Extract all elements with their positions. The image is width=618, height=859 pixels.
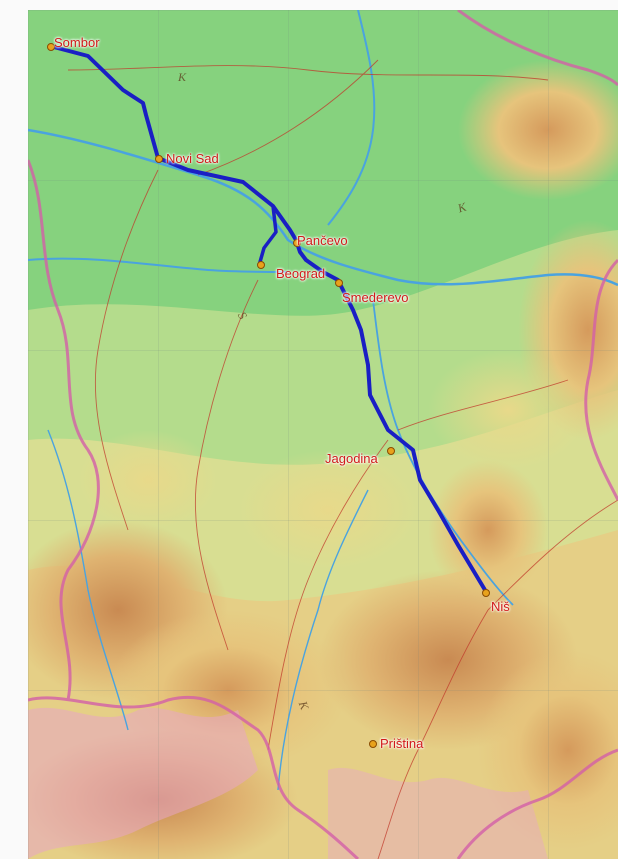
river-drina	[47, 429, 129, 731]
region-label: K	[178, 70, 191, 84]
coordinate-grid	[28, 10, 618, 859]
city-marker-pancevo[interactable]	[293, 239, 301, 247]
city-marker-jagodina[interactable]	[387, 447, 395, 455]
city-label-jagodina[interactable]: Jagodina	[325, 451, 378, 466]
route-spur	[258, 204, 278, 264]
roads	[67, 59, 618, 859]
city-label-beograd[interactable]: Beograd	[276, 266, 326, 281]
city-marker-smederevo[interactable]	[335, 279, 343, 287]
route-line	[48, 44, 487, 592]
city-marker-nis[interactable]	[482, 589, 490, 597]
map-canvas	[28, 10, 618, 859]
city-label-pristina[interactable]: Priština	[380, 736, 424, 751]
river-tisa	[327, 10, 376, 226]
city-marker-novi-sad[interactable]	[155, 155, 163, 163]
city-label-sombor[interactable]: Sombor	[54, 35, 100, 50]
map-panel[interactable]: K K S K Sombor Novi Sad Pančevo Beograd …	[28, 10, 618, 859]
river-ibar	[277, 489, 369, 791]
borders	[28, 10, 618, 859]
city-label-novi-sad[interactable]: Novi Sad	[166, 151, 219, 166]
city-label-nis[interactable]: Niš	[491, 599, 510, 614]
city-label-smederevo[interactable]: Smederevo	[342, 290, 409, 305]
city-label-pancevo[interactable]: Pančevo	[297, 233, 348, 248]
river-sava	[28, 257, 289, 273]
city-marker-sombor[interactable]	[47, 43, 55, 51]
city-marker-beograd[interactable]	[257, 261, 265, 269]
city-marker-pristina[interactable]	[369, 740, 377, 748]
